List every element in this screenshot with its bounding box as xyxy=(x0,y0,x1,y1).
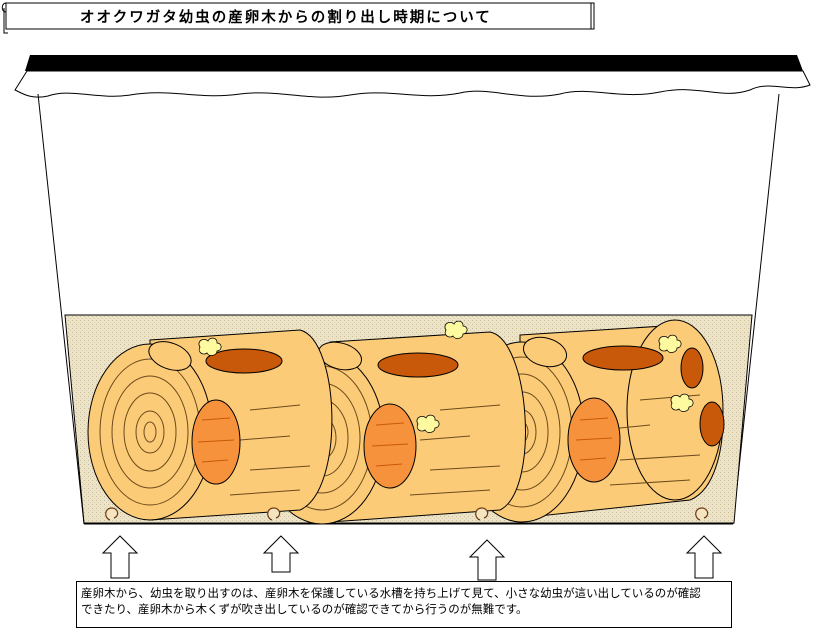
title-scroll xyxy=(1,2,595,34)
caption-line-2: できたり、産卵木から木くずが吹き出しているのが確認できてから行うのが無難です。 xyxy=(81,602,528,616)
up-arrow-icon xyxy=(101,535,723,581)
page-title: オオクワガタ幼虫の産卵木からの割り出し時期について xyxy=(80,10,492,26)
tank-lid xyxy=(14,55,811,98)
caption-line-1: 産卵木から、幼虫を取り出すのは、産卵木を保護している水槽を持ち上げて見て、小さな… xyxy=(81,586,701,600)
title-banner: オオクワガタ幼虫の産卵木からの割り出し時期について xyxy=(0,0,596,32)
frass-icon xyxy=(198,320,694,433)
log-1 xyxy=(87,329,333,521)
larva-icon xyxy=(105,507,709,521)
tank-body xyxy=(37,93,780,525)
caption-box: 産卵木から、幼虫を取り出すのは、産卵木を保護している水槽を持ち上げて見て、小さな… xyxy=(76,581,732,628)
